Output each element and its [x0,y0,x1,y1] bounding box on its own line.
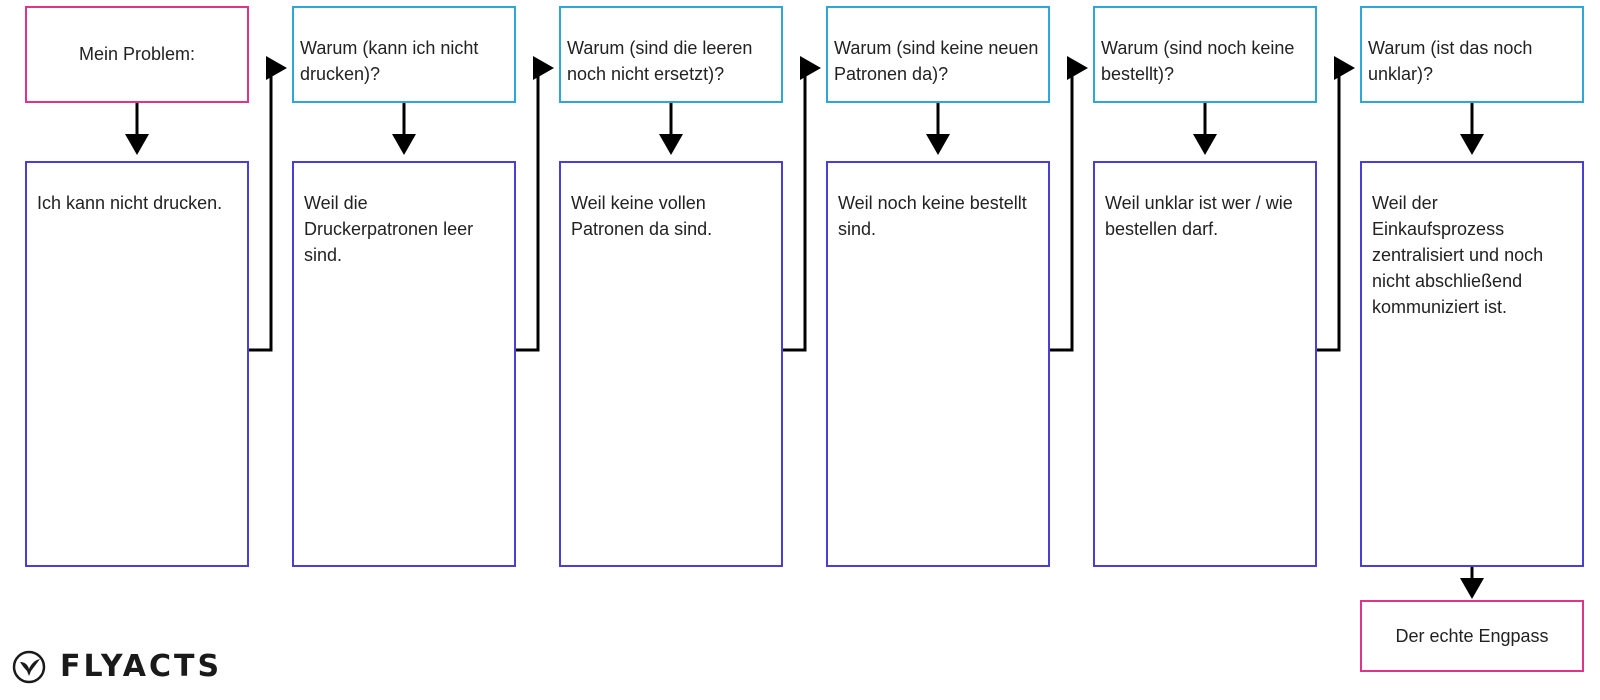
question-text-4: Warum (sind keine neuen Patronen da)? [834,38,1039,84]
bird-icon [12,650,46,683]
answer-box-6: Weil der Einkaufsprozess zentralisiert u… [1360,161,1584,567]
question-text-3: Warum (sind die leeren noch nicht ersetz… [567,38,753,84]
elbow-arrow-5 [1317,56,1355,352]
problem-box: Mein Problem: [25,6,249,103]
elbow-arrow-4 [1050,56,1088,352]
answer-text-3: Weil keine vollen Patronen da sind. [571,193,713,239]
question-box-6: Warum (ist das noch unklar)? [1360,6,1584,103]
answer-text-4: Weil noch keine bestellt sind. [838,193,1027,239]
answer-box-1: Ich kann nicht drucken. [25,161,249,567]
answer-text-5: Weil unklar ist wer / wie bestellen darf… [1105,193,1293,239]
brand-logo: FLYACTS [12,649,222,684]
answer-text-2: Weil die Druckerpatronen leer sind. [304,193,474,265]
brand-name: FLYACTS [60,649,223,684]
answer-text-1: Ich kann nicht drucken. [37,193,223,213]
answer-text-6: Weil der Einkaufsprozess zentralisiert u… [1372,193,1544,317]
answer-box-5: Weil unklar ist wer / wie bestellen darf… [1093,161,1317,567]
elbow-arrow-1 [249,56,287,352]
question-box-2: Warum (kann ich nicht drucken)? [292,6,516,103]
question-box-3: Warum (sind die leeren noch nicht ersetz… [559,6,783,103]
result-box: Der echte Engpass [1360,600,1584,672]
question-text-6: Warum (ist das noch unklar)? [1368,38,1533,84]
result-label: Der echte Engpass [1395,625,1549,646]
question-box-4: Warum (sind keine neuen Patronen da)? [826,6,1050,103]
question-box-5: Warum (sind noch keine bestellt)? [1093,6,1317,103]
question-text-5: Warum (sind noch keine bestellt)? [1101,38,1295,84]
answer-box-4: Weil noch keine bestellt sind. [826,161,1050,567]
elbow-arrow-3 [783,56,821,352]
question-text-2: Warum (kann ich nicht drucken)? [300,38,479,84]
answer-box-3: Weil keine vollen Patronen da sind. [559,161,783,567]
elbow-arrow-2 [516,56,554,352]
problem-label: Mein Problem: [78,44,196,64]
answer-box-2: Weil die Druckerpatronen leer sind. [292,161,516,567]
